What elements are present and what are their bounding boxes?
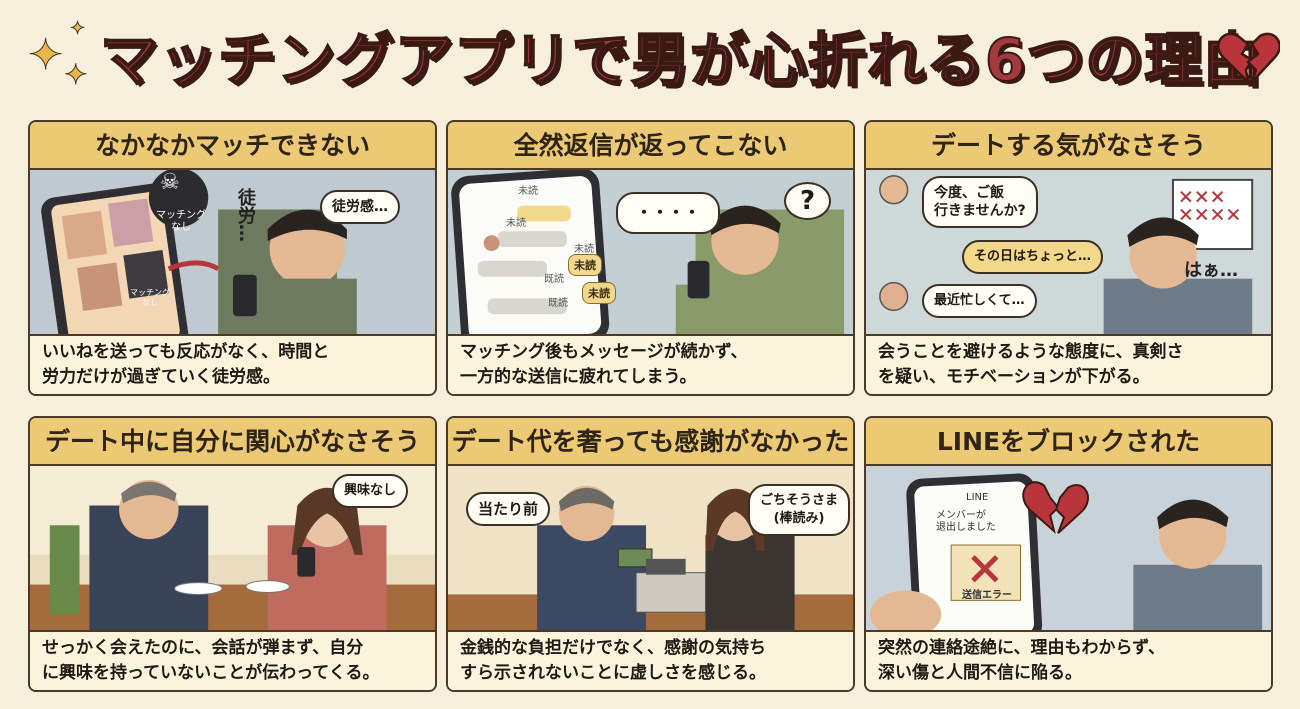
speech-bubble: 興味なし [332,474,409,508]
phone-header: 未読 [518,186,538,197]
caption-line: いいねを送っても反応がなく、時間と [42,342,330,362]
caption-line: 労力だけが過ぎていく徒労感。 [42,367,280,387]
skull-icon: ☠ [160,170,180,195]
caption-line: 突然の連絡途絶に、理由もわからず、 [878,638,1165,658]
caption-line: 一方的な送信に疲れてしまう。 [460,367,697,387]
caption-line: に興味を持っていないことが伝わってくる。 [42,663,380,683]
chat-message: その日はちょっと… [962,240,1104,274]
sigh-text: はぁ… [1184,260,1238,281]
status-label: 未読 [506,218,526,229]
page-title: マッチングアプリで男が心折れる6つの理由 [99,25,1263,95]
panel-heading: LINEをブロックされた [866,418,1271,466]
panel-6: LINEをブロックされた LINE メンバーが 退出しました 送信エラー 突然の… [864,416,1273,692]
status-label: 既読 [548,298,568,309]
panel-3: デートする気がなさそう 今度、ご飯 行きませんか? その日はちょっと… 最近忙し… [864,120,1273,396]
panel-4: デート中に自分に関心がなさそう 興味なし せっかく会えたのに、会話が弾まず、自分… [28,416,437,692]
side-text: 徒労… [235,188,256,242]
panel-heading: デートする気がなさそう [866,122,1271,170]
caption-line: せっかく会えたのに、会話が弾まず、自分 [42,638,364,658]
question-bubble: ? [784,182,832,220]
speech-bubble: 当たり前 [466,492,551,526]
panel-heading: デート中に自分に関心がなさそう [30,418,435,466]
panel-heading: なかなかマッチできない [30,122,435,170]
panel-1: なかなかマッチできない 徒労感… マッチング なし ☠ マッチング なし 徒労…… [28,120,437,396]
sparkle-icon: ✦ [27,30,64,80]
chat-message: 今度、ご飯 行きませんか? [922,176,1038,228]
caption-line: 金銭的な負担だけでなく、感謝の気持ち [460,638,766,658]
panel-heading: 全然返信が返ってこない [448,122,853,170]
chat-message: 最近忙しくて… [922,284,1037,318]
speech-bubble: ごちそうさま (棒読み) [748,484,851,536]
title-row: ✦ ✦ ✦ マッチングアプリで男が心折れる6つの理由 [0,0,1300,112]
panel-caption: いいねを送っても反応がなく、時間と 労力だけが過ぎていく徒労感。 [30,336,435,394]
unread-chip: 未読 [568,254,602,276]
panel-illustration: 徒労感… マッチング なし ☠ マッチング なし 徒労… [30,170,435,336]
sparkle-icon: ✦ [69,18,86,40]
caption-line: 会うことを避けるような態度に、真剣さ [878,342,1184,362]
speech-bubble: 徒労感… [320,190,400,224]
panel-illustration: LINE メンバーが 退出しました 送信エラー [866,466,1271,632]
caption-line: 深い傷と人間不信に陥る。 [878,663,1082,683]
system-notice: メンバーが 退出しました [936,510,996,533]
broken-heart-icon [1217,32,1280,86]
panel-caption: マッチング後もメッセージが続かず、 一方的な送信に疲れてしまう。 [448,336,853,394]
panel-caption: 金銭的な負担だけでなく、感謝の気持ち すら示されないことに虚しさを感じる。 [448,632,853,690]
panel-2: 全然返信が返ってこない 未読 未読 未読 既読 未読 既読 未読 ・・・・ ? … [446,120,855,396]
caption-line: を疑い、モチベーションが下がる。 [878,367,1150,387]
unread-chip: 未読 [582,282,616,304]
no-match-badge-small: マッチング なし [130,288,170,307]
panel-5: デート代を奢っても感謝がなかった 当たり前 ごちそうさま (棒読み) 金銭的な負… [446,416,855,692]
no-match-badge: マッチング なし [156,210,206,233]
status-label: 既読 [544,274,564,285]
panel-caption: 会うことを避けるような態度に、真剣さ を疑い、モチベーションが下がる。 [866,336,1271,394]
caption-line: すら示されないことに虚しさを感じる。 [460,663,766,683]
panel-illustration: 未読 未読 未読 既読 未読 既読 未読 ・・・・ ? [448,170,853,336]
panel-illustration: 今度、ご飯 行きませんか? その日はちょっと… 最近忙しくて… はぁ… [866,170,1271,336]
phone-header: LINE [966,492,989,503]
panel-illustration: 興味なし [30,466,435,632]
panel-heading: デート代を奢っても感謝がなかった [448,418,853,466]
panel-caption: せっかく会えたのに、会話が弾まず、自分 に興味を持っていないことが伝わってくる。 [30,632,435,690]
sparkle-icon: ✦ [63,58,88,92]
caption-line: マッチング後もメッセージが続かず、 [460,342,748,362]
panel-caption: 突然の連絡途絶に、理由もわからず、 深い傷と人間不信に陥る。 [866,632,1271,690]
error-label: 送信エラー [962,590,1012,601]
status-label: 未読 [574,244,594,255]
speech-bubble: ・・・・ [616,192,721,234]
panel-illustration: 当たり前 ごちそうさま (棒読み) [448,466,853,632]
